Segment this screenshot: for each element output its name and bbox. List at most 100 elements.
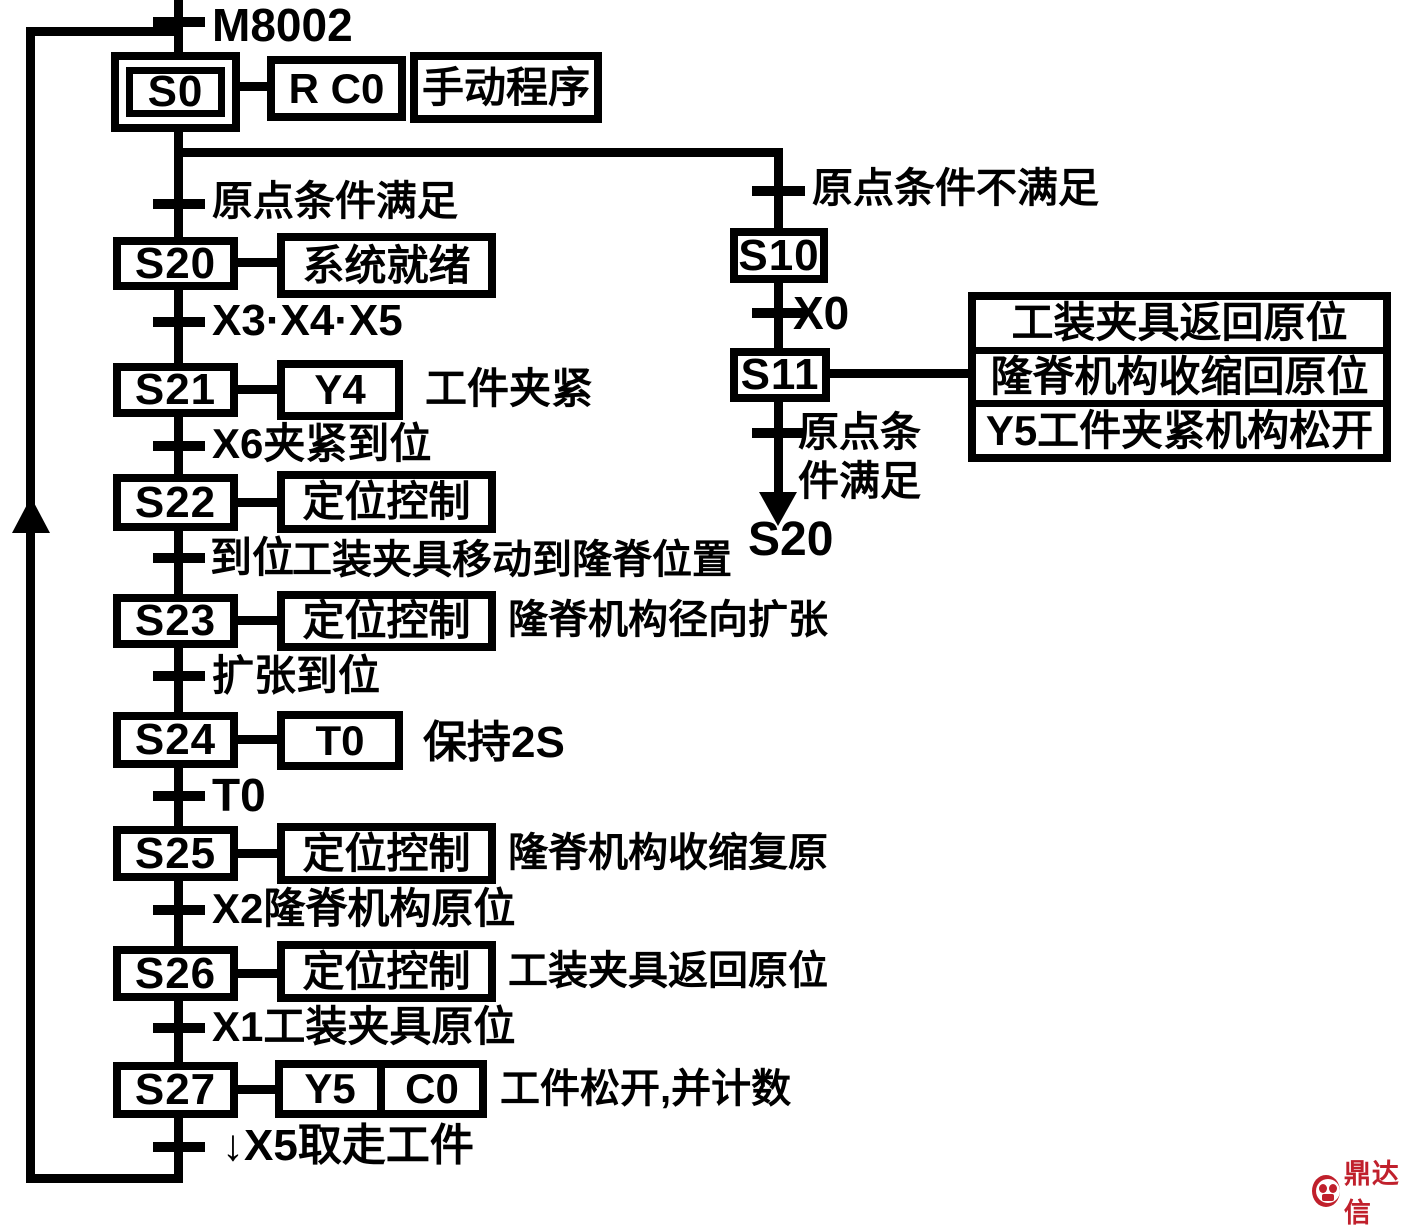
dingdaxin-logo-icon bbox=[1312, 1175, 1340, 1207]
connector-s20 bbox=[238, 258, 280, 267]
sfc-flow-diagram: { "nodes": { "s0": "S0", "s10": "S10", "… bbox=[12, 0, 1399, 1228]
action-label-system-ready: 系统就绪 bbox=[302, 241, 471, 289]
transition-tick-origin-ok bbox=[153, 199, 205, 209]
connector-s22 bbox=[238, 498, 280, 507]
s11-action-row-3: Y5工件夹紧机构松开 bbox=[976, 400, 1383, 454]
transition-label-origin-ok: 原点条件满足 bbox=[212, 178, 458, 224]
branch-line-3 bbox=[774, 400, 783, 495]
state-label-s0: S0 bbox=[147, 67, 204, 116]
state-label-s10: S10 bbox=[738, 230, 820, 280]
transition-label-t0: T0 bbox=[212, 769, 266, 821]
action-box-positioning-s23: 定位控制 bbox=[277, 591, 496, 651]
action-label-positioning-s22: 定位控制 bbox=[302, 478, 471, 525]
action-label-t0: T0 bbox=[315, 716, 365, 764]
action-label-positioning-s25: 定位控制 bbox=[302, 829, 471, 877]
note-release-count: 工件松开,并计数 bbox=[500, 1067, 792, 1111]
note-fixture-return: 工装夹具返回原位 bbox=[508, 949, 828, 993]
transition-label-expand-ok: 扩张到位 bbox=[212, 652, 381, 699]
s11-action-label-1: 工装夹具返回原位 bbox=[1011, 299, 1348, 347]
transition-label-x1: X1工装夹具原位 bbox=[212, 1003, 516, 1050]
state-label-s25: S25 bbox=[134, 828, 217, 878]
loop-top-line bbox=[26, 27, 183, 36]
connector-s21 bbox=[238, 385, 280, 394]
loop-bottom-line bbox=[26, 1174, 183, 1183]
connector-s25 bbox=[238, 849, 280, 858]
transition-tick-x3x4x5 bbox=[153, 317, 205, 327]
action-cell-y5: Y5 bbox=[283, 1068, 377, 1110]
transition-label-x5-take: ↓X5取走工件 bbox=[222, 1121, 474, 1170]
s11-action-row-1: 工装夹具返回原位 bbox=[976, 300, 1383, 347]
action-label-positioning-s23: 定位控制 bbox=[302, 597, 471, 644]
action-box-t0: T0 bbox=[277, 711, 403, 770]
s11-action-label-2: 隆脊机构收缩回原位 bbox=[990, 353, 1369, 400]
state-label-s23: S23 bbox=[134, 596, 217, 645]
jump-label-s20: S20 bbox=[748, 513, 834, 566]
connector-s24 bbox=[238, 735, 280, 744]
transition-label-m8002: M8002 bbox=[212, 0, 353, 51]
state-box-s26: S26 bbox=[113, 946, 238, 1001]
state-label-s27: S27 bbox=[134, 1065, 217, 1114]
loop-up-arrow-icon bbox=[12, 497, 50, 533]
transition-label-origin-ok2-line2: 件满足 bbox=[798, 458, 921, 504]
note-ridge-shrink: 隆脊机构收缩复原 bbox=[508, 831, 828, 875]
state-box-s0-inner: S0 bbox=[126, 67, 225, 117]
action-label-rc0: R C0 bbox=[288, 64, 385, 112]
transition-label-origin-not-ok: 原点条件不满足 bbox=[812, 165, 1099, 211]
transition-tick-x6 bbox=[153, 441, 205, 451]
branch-split-line bbox=[174, 148, 783, 157]
transition-tick-m8002 bbox=[153, 17, 205, 27]
transition-tick-x5-take bbox=[153, 1142, 205, 1152]
note-move-to-ridge: 工装夹具移动到隆脊位置 bbox=[292, 538, 732, 582]
note-ridge-expand: 隆脊机构径向扩张 bbox=[508, 598, 828, 642]
transition-label-inplace: 到位 bbox=[210, 534, 295, 581]
state-label-s20: S20 bbox=[134, 238, 217, 288]
s11-actions-connector bbox=[828, 369, 968, 378]
connector-s23 bbox=[238, 616, 280, 625]
note-workpiece-clamp: 工件夹紧 bbox=[425, 365, 594, 412]
state-box-s23: S23 bbox=[113, 594, 238, 648]
s11-action-stack: 工装夹具返回原位 隆脊机构收缩回原位 Y5工件夹紧机构松开 bbox=[968, 292, 1391, 462]
transition-tick-origin-ok2 bbox=[752, 428, 805, 438]
action-label-y4: Y4 bbox=[314, 366, 366, 413]
connector-s0 bbox=[238, 82, 270, 91]
transition-label-x6: X6夹紧到位 bbox=[212, 420, 432, 467]
action-cell-c0: C0 bbox=[377, 1068, 479, 1110]
action-box-positioning-s25: 定位控制 bbox=[277, 823, 496, 884]
action-box-system-ready: 系统就绪 bbox=[277, 233, 496, 298]
action-box-y5-c0: Y5 C0 bbox=[275, 1060, 487, 1118]
transition-label-x2: X2隆脊机构原位 bbox=[212, 885, 516, 932]
transition-tick-x2 bbox=[153, 905, 205, 915]
state-box-s24: S24 bbox=[113, 712, 238, 768]
state-box-s21: S21 bbox=[113, 363, 238, 417]
state-box-s0: S0 bbox=[111, 52, 240, 132]
state-box-s27: S27 bbox=[113, 1062, 238, 1118]
state-box-s25: S25 bbox=[113, 826, 238, 881]
connector-s26 bbox=[238, 969, 280, 978]
transition-tick-x0 bbox=[752, 308, 805, 318]
transition-label-x3x4x5: X3·X4·X5 bbox=[212, 296, 403, 345]
action-box-y4: Y4 bbox=[277, 360, 403, 420]
loop-left-line bbox=[26, 27, 35, 1183]
main-trunk-line bbox=[174, 0, 183, 1183]
watermark-text: 鼎达信 bbox=[1343, 1159, 1400, 1228]
transition-label-x0: X0 bbox=[793, 287, 850, 339]
branch-down-arrow-icon bbox=[759, 492, 797, 526]
transition-tick-expand-ok bbox=[153, 671, 205, 681]
action-label-positioning-s26: 定位控制 bbox=[302, 947, 471, 995]
transition-tick-inplace bbox=[153, 553, 205, 563]
state-label-s26: S26 bbox=[134, 948, 217, 998]
state-label-s24: S24 bbox=[134, 715, 217, 764]
action-label-manual-program: 手动程序 bbox=[421, 63, 590, 111]
transition-label-origin-ok2-line1: 原点条 bbox=[798, 409, 921, 455]
s11-action-label-3: Y5工件夹紧机构松开 bbox=[985, 406, 1374, 454]
note-hold-2s: 保持2S bbox=[423, 718, 565, 767]
action-label-c0: C0 bbox=[405, 1065, 459, 1112]
action-box-rc0: R C0 bbox=[267, 56, 406, 121]
state-box-s20: S20 bbox=[113, 237, 238, 290]
state-label-s11: S11 bbox=[740, 350, 820, 399]
watermark: 鼎达信 bbox=[1312, 1152, 1417, 1230]
state-box-s22: S22 bbox=[113, 474, 238, 531]
action-label-y5: Y5 bbox=[304, 1065, 356, 1112]
transition-tick-x1 bbox=[153, 1023, 205, 1033]
s11-action-row-2: 隆脊机构收缩回原位 bbox=[976, 346, 1383, 401]
